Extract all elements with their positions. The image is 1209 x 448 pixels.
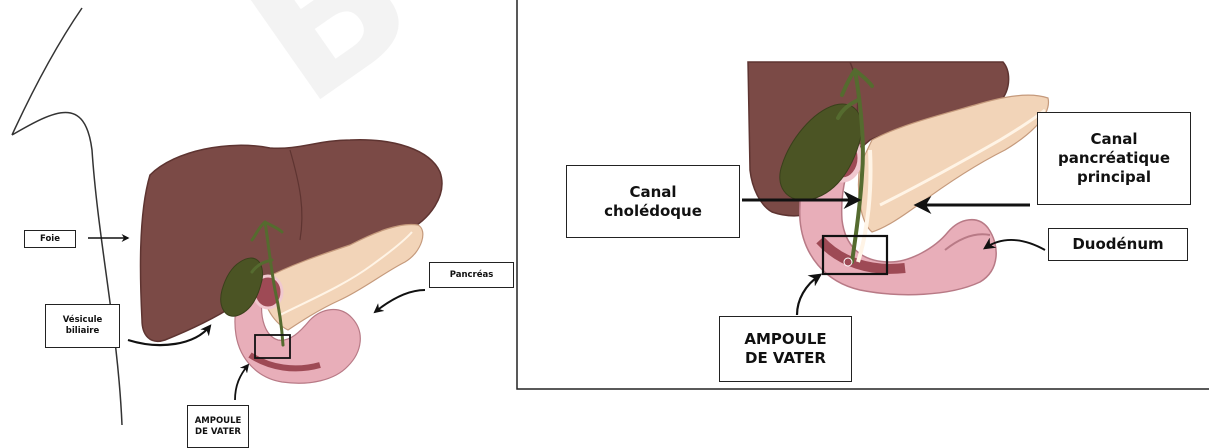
arrow-pancreas — [375, 290, 425, 312]
arrow-ampoule-right — [797, 275, 820, 315]
label-pancreas: Pancréas — [429, 262, 514, 288]
label-vesicule-biliaire: Vésicule biliaire — [45, 304, 120, 348]
left-panel — [12, 8, 442, 425]
label-canal-pancreatique-principal: Canal pancréatique principal — [1037, 112, 1191, 205]
body-outline-line — [12, 8, 122, 425]
label-canal-choledoque: Canal cholédoque — [566, 165, 740, 238]
label-foie: Foie — [24, 230, 76, 248]
label-ampoule-de-vater-left: AMPOULE DE VATER — [187, 405, 249, 448]
arrow-ampoule-left — [235, 365, 248, 400]
label-ampoule-de-vater-right: AMPOULE DE VATER — [719, 316, 852, 382]
label-duodenum: Duodénum — [1048, 228, 1188, 261]
